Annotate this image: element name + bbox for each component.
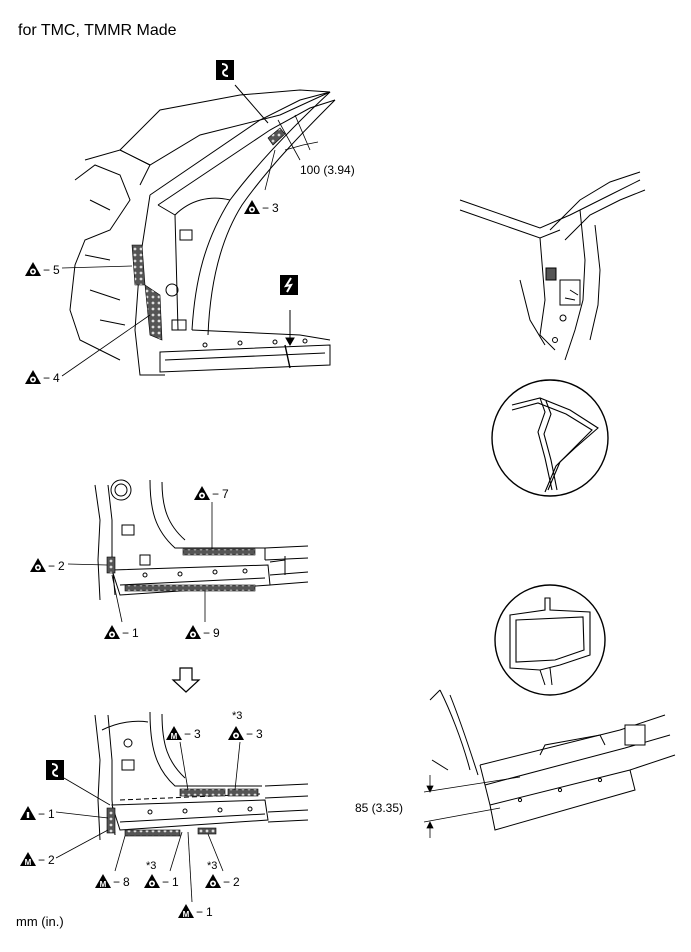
svg-text:4: 4 (53, 371, 60, 385)
callout-bottom-m1: − 1 (178, 831, 213, 919)
callout-bottom-o1: *3 − 1 (144, 831, 183, 889)
callout-bottom-m3: − 3 (166, 726, 201, 791)
svg-text:−: − (113, 875, 120, 889)
page-title: for TMC, TMMR Made (18, 22, 177, 39)
bottom-weld-areas (106, 788, 259, 837)
mid-weld-areas (106, 548, 256, 592)
scissors-icon (46, 760, 64, 780)
bottom-rocker-illustration (94, 711, 309, 841)
callout-bottom-o2: *3 − 2 (205, 833, 240, 889)
rocker-detail-illustration (429, 689, 676, 831)
svg-text:*3: *3 (207, 860, 217, 872)
callout-top-4: − 4 (25, 314, 151, 385)
dimension-pillar-cut: 100 (3.94) (300, 163, 355, 177)
svg-text:7: 7 (222, 487, 229, 501)
svg-text:8: 8 (123, 875, 130, 889)
cross-section-rocker (494, 584, 606, 696)
top-cut-lines (234, 84, 319, 369)
callout-mid-7: − 7 (194, 486, 229, 549)
svg-text:−: − (262, 201, 269, 215)
svg-text:2: 2 (48, 853, 55, 867)
callout-bottom-t1: − 1 (20, 806, 109, 821)
svg-text:3: 3 (272, 201, 279, 215)
down-arrow-icon (171, 667, 201, 693)
svg-text:−: − (246, 727, 253, 741)
svg-text:1: 1 (206, 905, 213, 919)
units-label: mm (in.) (16, 914, 64, 929)
saw-icon (280, 275, 298, 295)
svg-text:*3: *3 (232, 710, 242, 722)
svg-text:−: − (223, 875, 230, 889)
callout-mid-1: − 1 (104, 574, 139, 640)
callout-mid-9: − 9 (185, 591, 220, 640)
scissors-icon (216, 60, 234, 80)
svg-text:1: 1 (132, 626, 139, 640)
dimension-rocker-cut: 85 (3.35) (355, 801, 403, 815)
svg-text:1: 1 (48, 807, 55, 821)
top-body-illustration (69, 89, 336, 376)
svg-text:3: 3 (256, 727, 263, 741)
svg-text:−: − (184, 727, 191, 741)
svg-text:3: 3 (194, 727, 201, 741)
callout-bottom-m8: − 8 (95, 835, 130, 889)
svg-text:−: − (38, 807, 45, 821)
svg-text:−: − (43, 371, 50, 385)
svg-text:1: 1 (172, 875, 179, 889)
callout-bottom-m2: − 2 (20, 829, 109, 867)
pillar-detail-illustration (459, 171, 646, 361)
svg-text:−: − (196, 905, 203, 919)
callout-bottom-o3: *3 − 3 (228, 710, 263, 791)
callout-top-5: − 5 (25, 262, 133, 277)
rocker-dimension-lines (423, 775, 521, 838)
callout-top-3: − 3 (244, 149, 279, 215)
svg-text:*3: *3 (146, 860, 156, 872)
svg-text:−: − (162, 875, 169, 889)
svg-text:−: − (48, 559, 55, 573)
svg-text:5: 5 (53, 263, 60, 277)
svg-text:2: 2 (58, 559, 65, 573)
callout-mid-2: − 2 (30, 558, 108, 573)
svg-text:−: − (38, 853, 45, 867)
svg-text:−: − (203, 626, 210, 640)
cross-section-pillar (491, 379, 609, 497)
svg-text:9: 9 (213, 626, 220, 640)
svg-text:−: − (122, 626, 129, 640)
svg-text:−: − (43, 263, 50, 277)
svg-text:2: 2 (233, 875, 240, 889)
svg-text:−: − (212, 487, 219, 501)
top-weld-areas (131, 127, 286, 341)
